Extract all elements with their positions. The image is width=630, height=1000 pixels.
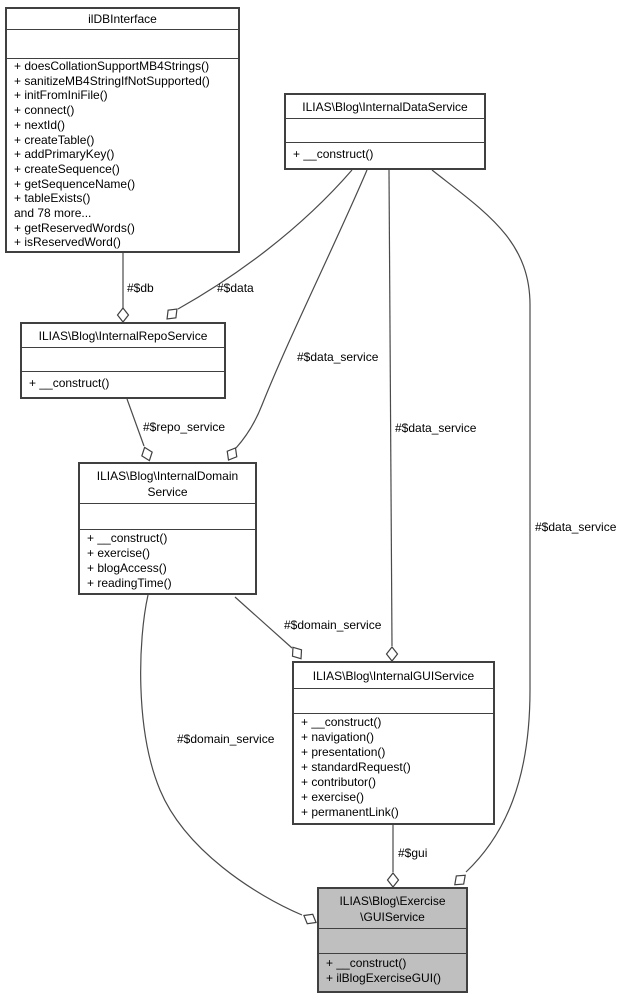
edge-data-service-exercise: [431, 169, 531, 873]
edge-domain-service-exercise: [140, 594, 303, 916]
aggregation-diamond-gui: [386, 872, 400, 888]
class-methods: + __construct(): [22, 371, 224, 397]
edge-label-data-service-domain: #$data_service: [297, 350, 379, 364]
class-title: ILIAS\Blog\InternalDataService: [302, 99, 468, 114]
edge-repo-service: [126, 398, 145, 447]
class-title: ILIAS\Blog\InternalGUIService: [312, 668, 475, 683]
edge-domain-service-gui: [234, 596, 293, 649]
class-title: ilDBInterface: [88, 12, 157, 26]
class-box-internal-repo-service[interactable]: ILIAS\Blog\InternalRepoService + __const…: [20, 322, 226, 399]
class-attributes-empty: [319, 928, 466, 953]
edge-label-db: #$db: [127, 281, 154, 295]
edge-label-domain-service-exercise: #$domain_service: [177, 732, 275, 746]
edge-data-service-domain: [235, 169, 368, 449]
class-methods: + __construct() + exercise() + blogAcces…: [80, 529, 255, 593]
aggregation-diamond-domain-service-exercise: [303, 913, 317, 925]
aggregation-diamond-data-service-domain: [226, 447, 238, 461]
aggregation-diamond-db: [116, 307, 130, 323]
class-attributes-empty: [294, 688, 493, 713]
class-methods: + doesCollationSupportMB4Strings() + san…: [7, 58, 238, 251]
class-methods: + __construct() + navigation() + present…: [294, 713, 493, 823]
aggregation-diamond-data-service-exercise: [454, 874, 466, 886]
edge-data-service-gui: [388, 169, 393, 647]
class-attributes-empty: [22, 347, 224, 371]
class-attributes-empty: [286, 118, 484, 142]
class-box-ildbinterface[interactable]: ilDBInterface + doesCollationSupportMB4S…: [5, 7, 240, 253]
class-title: ILIAS\Blog\InternalRepoService: [38, 328, 208, 343]
edge-label-domain-service-gui: #$domain_service: [284, 618, 382, 632]
aggregation-diamond-domain-service-gui: [291, 646, 303, 660]
edge-data: [177, 169, 353, 310]
edge-label-data: #$data: [217, 281, 254, 295]
class-box-internal-gui-service[interactable]: ILIAS\Blog\InternalGUIService + __constr…: [292, 661, 495, 825]
aggregation-diamond-repo-service: [141, 446, 153, 462]
edge-label-repo-service: #$repo_service: [143, 420, 226, 434]
class-box-internal-data-service[interactable]: ILIAS\Blog\InternalDataService + __const…: [284, 93, 486, 170]
class-attributes-empty: [7, 29, 238, 58]
edge-label-data-service-gui: #$data_service: [395, 421, 477, 435]
class-attributes-empty: [80, 503, 255, 529]
class-methods: + __construct(): [286, 142, 484, 168]
class-title: ILIAS\Blog\Exercise \GUIService: [339, 893, 446, 924]
edge-label-data-service-exercise: #$data_service: [535, 520, 617, 534]
class-title: ILIAS\Blog\InternalDomain Service: [96, 468, 239, 499]
class-methods: + __construct() + ilBlogExerciseGUI(): [319, 953, 466, 991]
edge-label-gui: #$gui: [398, 846, 428, 860]
class-box-exercise-gui-service: ILIAS\Blog\Exercise \GUIService + __cons…: [317, 887, 468, 993]
aggregation-diamond-data-service-gui: [385, 646, 399, 662]
class-box-internal-domain-service[interactable]: ILIAS\Blog\InternalDomain Service + __co…: [78, 462, 257, 595]
aggregation-diamond-data: [166, 308, 178, 320]
